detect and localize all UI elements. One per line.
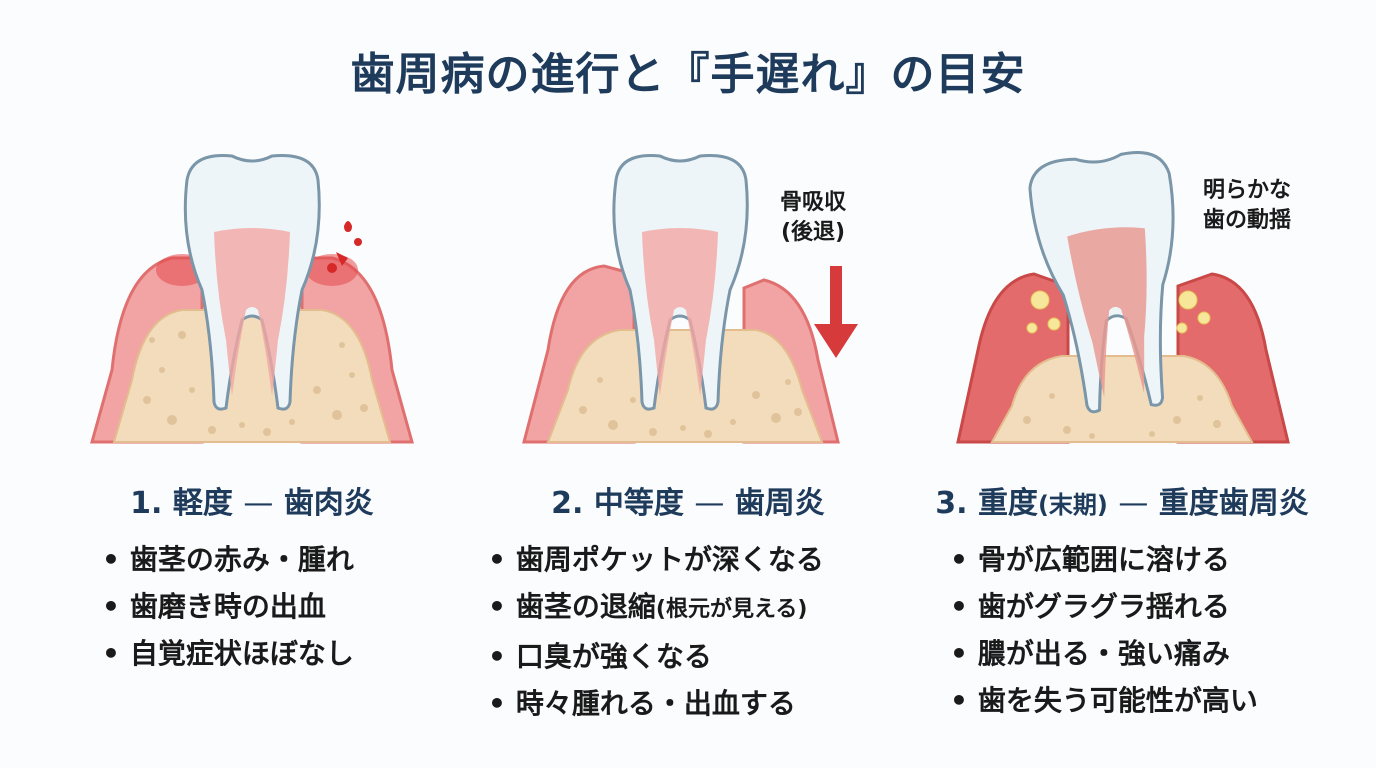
pulp [1067,227,1147,398]
stage-2-panel: 骨吸収 (後退) 2. 中等度 — 歯周炎 歯周ポケットが深くなる 歯茎の退縮(… [488,140,888,740]
tooth-mobility-callout: 明らかな 歯の動揺 [1202,178,1291,233]
stage-1-title: 1. 軽度 — 歯肉炎 [130,486,374,521]
periodontitis-illustration [522,154,858,444]
blood-drops [327,221,362,273]
stage-3-symptoms: 骨が広範囲に溶ける 歯がグラグラ揺れる 膿が出る・強い痛み 歯を失う可能性が高い [950,536,1258,724]
severe-periodontitis-illustration [956,151,1290,444]
bone-tissue [112,309,392,443]
pulp [214,228,290,396]
list-item: 自覚症状ほぼなし [102,630,354,677]
list-item: 歯周ポケットが深くなる [488,536,824,583]
list-item: 口臭が強くなる [488,633,824,680]
page-title: 歯周病の進行と『手遅れ』の目安 [350,49,1026,100]
list-item: 歯磨き時の出血 [102,583,354,630]
pulp [642,228,718,396]
stage-1-panel: 1. 軽度 — 歯肉炎 歯茎の赤み・腫れ 歯磨き時の出血 自覚症状ほぼなし [52,140,452,740]
list-item: 骨が広範囲に溶ける [950,536,1258,583]
stage-3-title: 3. 重度(末期) — 重度歯周炎 [935,486,1309,521]
stage-2-symptoms: 歯周ポケットが深くなる 歯茎の退縮(根元が見える) 口臭が強くなる 時々腫れる・… [488,536,824,727]
bone-resorption-callout: 骨吸収 (後退) [779,190,846,245]
stage-2-title: 2. 中等度 — 歯周炎 [551,486,825,521]
list-item: 膿が出る・強い痛み [950,630,1258,677]
bone-tissue [546,329,824,443]
gingivitis-illustration [90,154,414,444]
list-item: 歯茎の退縮(根元が見える) [488,583,824,633]
list-item: 時々腫れる・出血する [488,680,824,727]
pus-spots [1026,290,1211,334]
bone-texture [143,331,368,436]
list-item: 歯がグラグラ揺れる [950,583,1258,630]
bone-texture [579,377,802,438]
bone-texture [1023,393,1221,439]
down-arrow-icon [814,266,858,358]
list-item: 歯を失う可能性が高い [950,677,1258,724]
stage-1-symptoms: 歯茎の赤み・腫れ 歯磨き時の出血 自覚症状ほぼなし [102,536,354,677]
stage-3-panel: 明らかな 歯の動揺 3. 重度(末期) — 重度歯周炎 骨が広範囲に溶ける 歯が… [922,140,1322,740]
bone-tissue [990,355,1254,443]
list-item: 歯茎の赤み・腫れ [102,536,354,583]
